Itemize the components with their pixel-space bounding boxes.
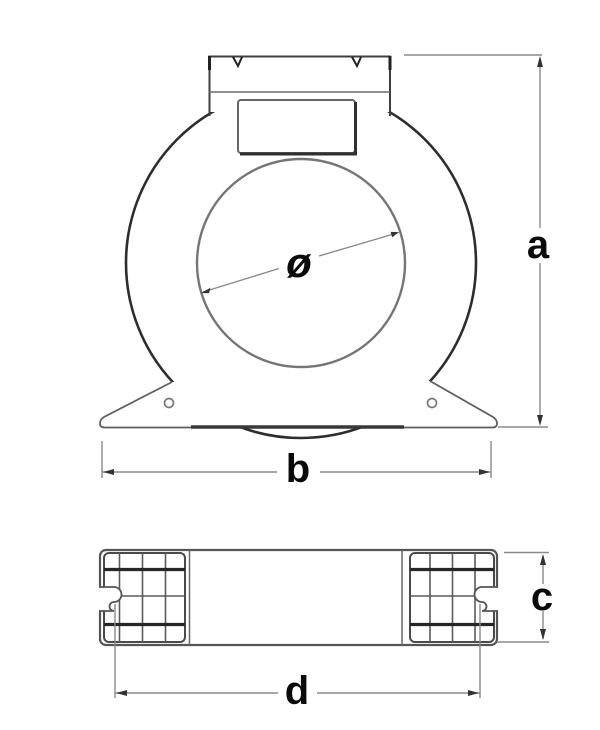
dim-c (497, 551, 549, 643)
dim-c-arrow-bottom (540, 629, 546, 640)
dim-a-arrow-top (537, 56, 543, 67)
cable-notch-left (99, 586, 123, 612)
dim-phi (201, 231, 399, 294)
dim-label-b: b (285, 447, 311, 491)
nameplate-shadow (240, 102, 357, 156)
dim-label-c: c (530, 575, 554, 619)
dim-a (404, 54, 548, 428)
cable-notch-left-fill (98, 587, 122, 611)
cable-notch-right (473, 586, 498, 612)
dim-a-arrow-bottom (537, 415, 543, 426)
dim-label-phi: ø (286, 239, 312, 286)
dim-d-arrow-right (468, 690, 479, 696)
cover-latch-notch-right (351, 56, 362, 69)
cable-notch-right-fill (474, 587, 499, 611)
bottom-view (98, 548, 549, 698)
front-view (99, 54, 548, 478)
dim-d-arrow-left (116, 690, 127, 696)
dim-c-arrow-top (540, 554, 546, 565)
terminal-cover-outline (208, 55, 391, 116)
aperture-circle (195, 157, 407, 369)
dim-b-arrow-left (103, 469, 114, 475)
dim-label-d: d (284, 669, 310, 713)
mounting-hole-left (163, 397, 175, 409)
mounting-hole-right (426, 397, 438, 409)
dim-phi-line-right (318, 232, 398, 257)
dim-b-arrow-right (479, 469, 490, 475)
dim-phi-arrow-left (201, 287, 211, 294)
nameplate (237, 99, 356, 154)
dim-d (114, 604, 481, 698)
dim-phi-line-left (202, 267, 280, 293)
mounting-base-fill (100, 381, 497, 428)
dim-b (101, 441, 492, 478)
dim-label-a: a (526, 223, 550, 267)
dim-phi-arrow-right (390, 231, 399, 238)
cover-latch-notch-left (232, 56, 243, 69)
rib-grid-right (409, 552, 495, 643)
